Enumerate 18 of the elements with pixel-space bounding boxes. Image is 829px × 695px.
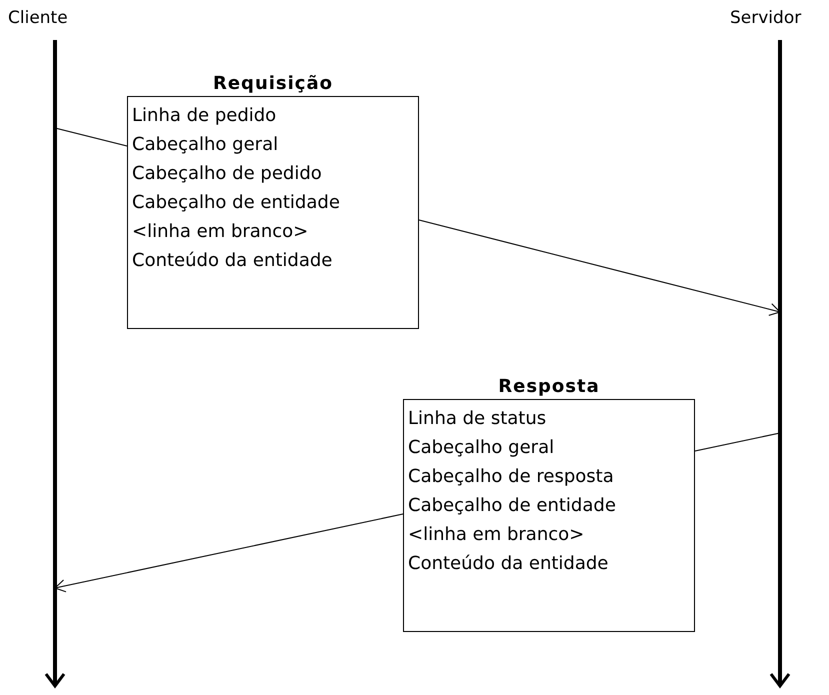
- message-title: Resposta: [497, 375, 601, 399]
- header-line: <linha em branco>: [408, 523, 586, 547]
- header-line: Conteúdo da entidade: [132, 249, 334, 273]
- header-line: Cabeçalho de entidade: [132, 191, 341, 215]
- header-line: <linha em branco>: [132, 220, 310, 244]
- message-title: Requisição: [212, 72, 334, 96]
- participant-label: Servidor: [730, 8, 802, 28]
- header-line: Linha de pedido: [132, 104, 278, 128]
- message-arrow: [418, 220, 780, 316]
- header-line: Conteúdo da entidade: [408, 552, 610, 576]
- header-line: Cabeçalho geral: [408, 436, 556, 460]
- header-line: Linha de status: [408, 407, 548, 431]
- message-arrow: [54, 514, 404, 592]
- header-line: Cabeçalho de resposta: [408, 465, 615, 489]
- header-line: Cabeçalho de pedido: [132, 162, 323, 186]
- header-line: Cabeçalho geral: [132, 133, 280, 157]
- header-line: Cabeçalho de entidade: [408, 494, 617, 518]
- participant-label: Cliente: [8, 8, 68, 28]
